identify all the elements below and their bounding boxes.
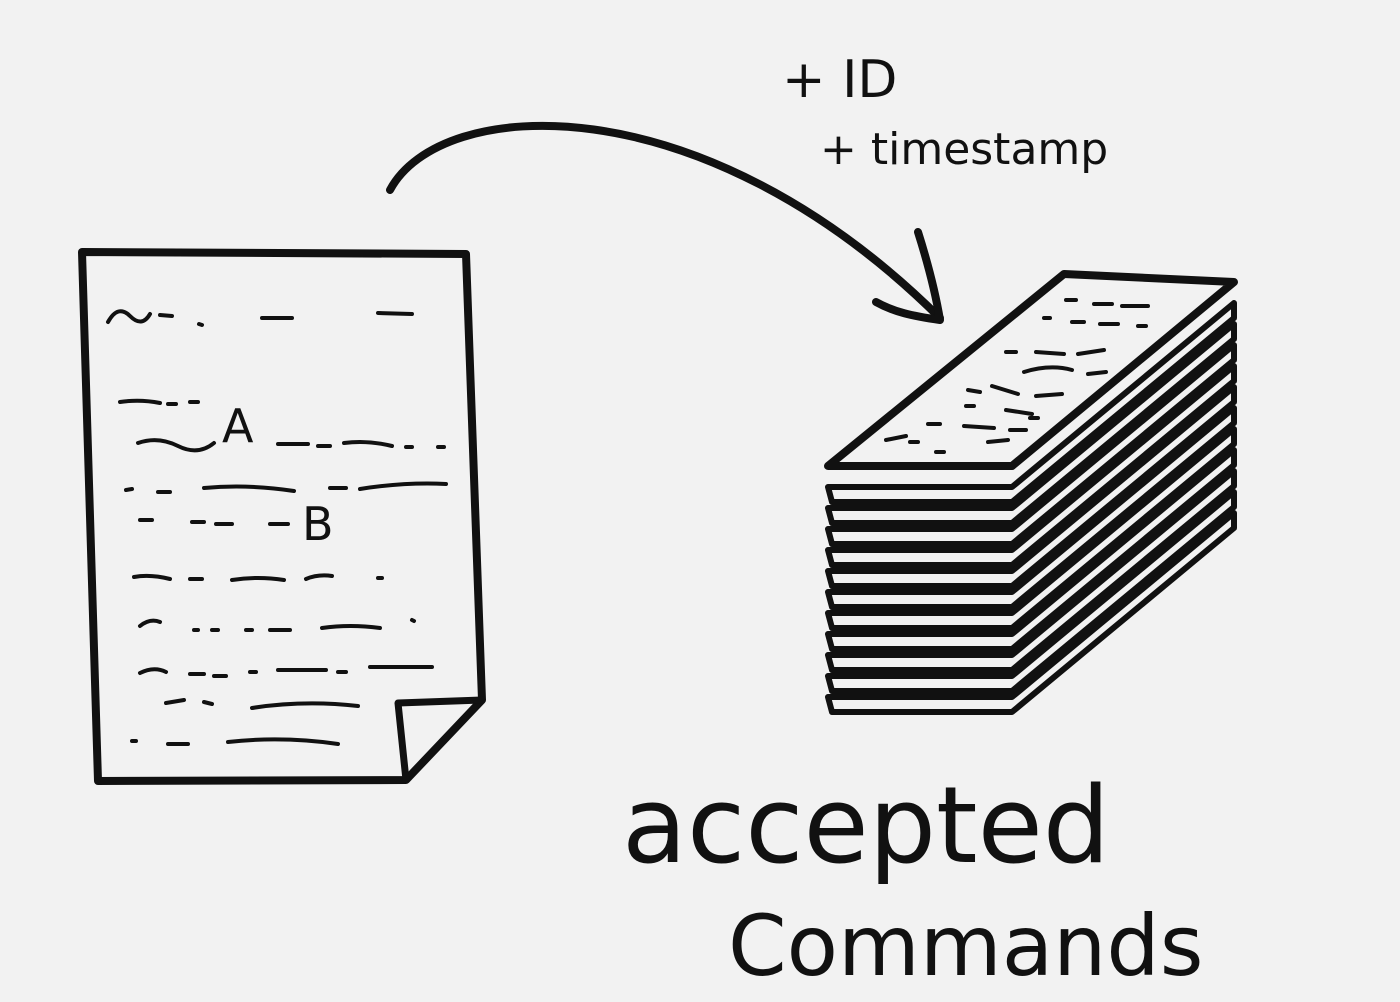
stack-caption-commands: Commands	[728, 897, 1204, 995]
command-stack	[824, 270, 1238, 715]
stack-top-text-lines	[884, 298, 1150, 454]
timestamp-annotation: + timestamp	[820, 124, 1108, 175]
stack-sheet	[825, 384, 1237, 589]
document-fold	[394, 696, 486, 784]
document-label-a: A	[222, 399, 254, 453]
stack-sheet	[825, 342, 1237, 547]
stack-sheet	[825, 300, 1237, 505]
id-annotation: + ID	[782, 50, 897, 110]
stack-sheet	[825, 321, 1237, 526]
stack-sheet	[825, 447, 1237, 652]
stack-sheet	[825, 510, 1237, 715]
document-text-lines	[106, 309, 448, 746]
stack-sheet	[825, 468, 1237, 673]
arrow-head	[872, 228, 944, 324]
stack-sheet	[825, 489, 1237, 694]
stack-sheet	[825, 405, 1237, 610]
transform-arrow	[386, 121, 944, 324]
document-label-b: B	[302, 497, 334, 551]
stack-sheet	[825, 426, 1237, 631]
stack-sheet	[825, 363, 1237, 568]
stack-sheet-layers	[825, 300, 1237, 715]
document-outline	[78, 248, 486, 785]
stack-caption-accepted: accepted	[622, 764, 1110, 887]
arrow-shaft	[386, 121, 944, 322]
document-icon: A B	[78, 248, 486, 785]
